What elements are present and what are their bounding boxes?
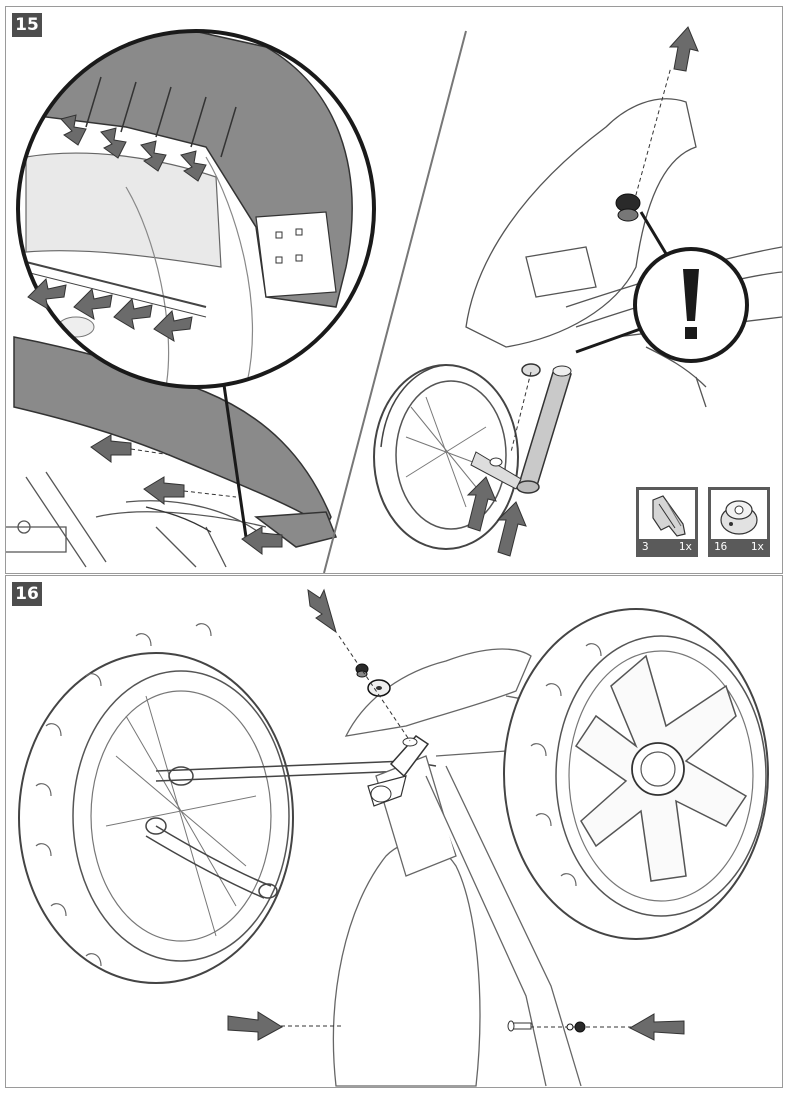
clip-icon <box>652 495 686 537</box>
right-wheel <box>503 608 769 940</box>
front-wheel <box>373 364 519 550</box>
part-box-nut: 16 1x <box>708 487 770 557</box>
panel-divider <box>323 30 467 573</box>
kart-front <box>465 98 782 408</box>
top-nut <box>615 193 641 222</box>
push-arrows <box>27 114 207 343</box>
part-number: 3 <box>642 540 649 553</box>
washer-nut <box>355 663 391 697</box>
part-box-clip: 3 1x <box>636 487 698 557</box>
left-wheel <box>18 623 294 984</box>
step-number-badge: 16 <box>12 582 42 606</box>
kingpin <box>367 735 430 807</box>
warning-callout <box>575 211 749 363</box>
frame-lines <box>6 471 277 568</box>
detail-magnifier <box>16 29 376 538</box>
part-quantity: 1x <box>678 540 692 553</box>
guide-lines <box>130 448 237 498</box>
exclamation-icon <box>683 269 699 321</box>
bottom-bolt <box>507 1020 586 1033</box>
step-16-panel: 16 <box>5 575 783 1088</box>
nut-icon <box>720 500 758 535</box>
kart-body <box>332 648 617 1087</box>
up-arrow <box>668 26 699 72</box>
lift-arrows <box>466 476 527 557</box>
axle-guide-lines <box>510 66 672 453</box>
step-15-panel: 15 <box>5 6 783 574</box>
part-number: 16 <box>714 540 728 553</box>
step-16-illustration <box>18 588 769 1087</box>
insert-arrows <box>227 588 685 1041</box>
step-number-badge: 15 <box>12 13 42 37</box>
part-quantity: 1x <box>750 540 764 553</box>
kingpin-axle <box>470 363 572 494</box>
step-15-illustration <box>6 26 782 573</box>
